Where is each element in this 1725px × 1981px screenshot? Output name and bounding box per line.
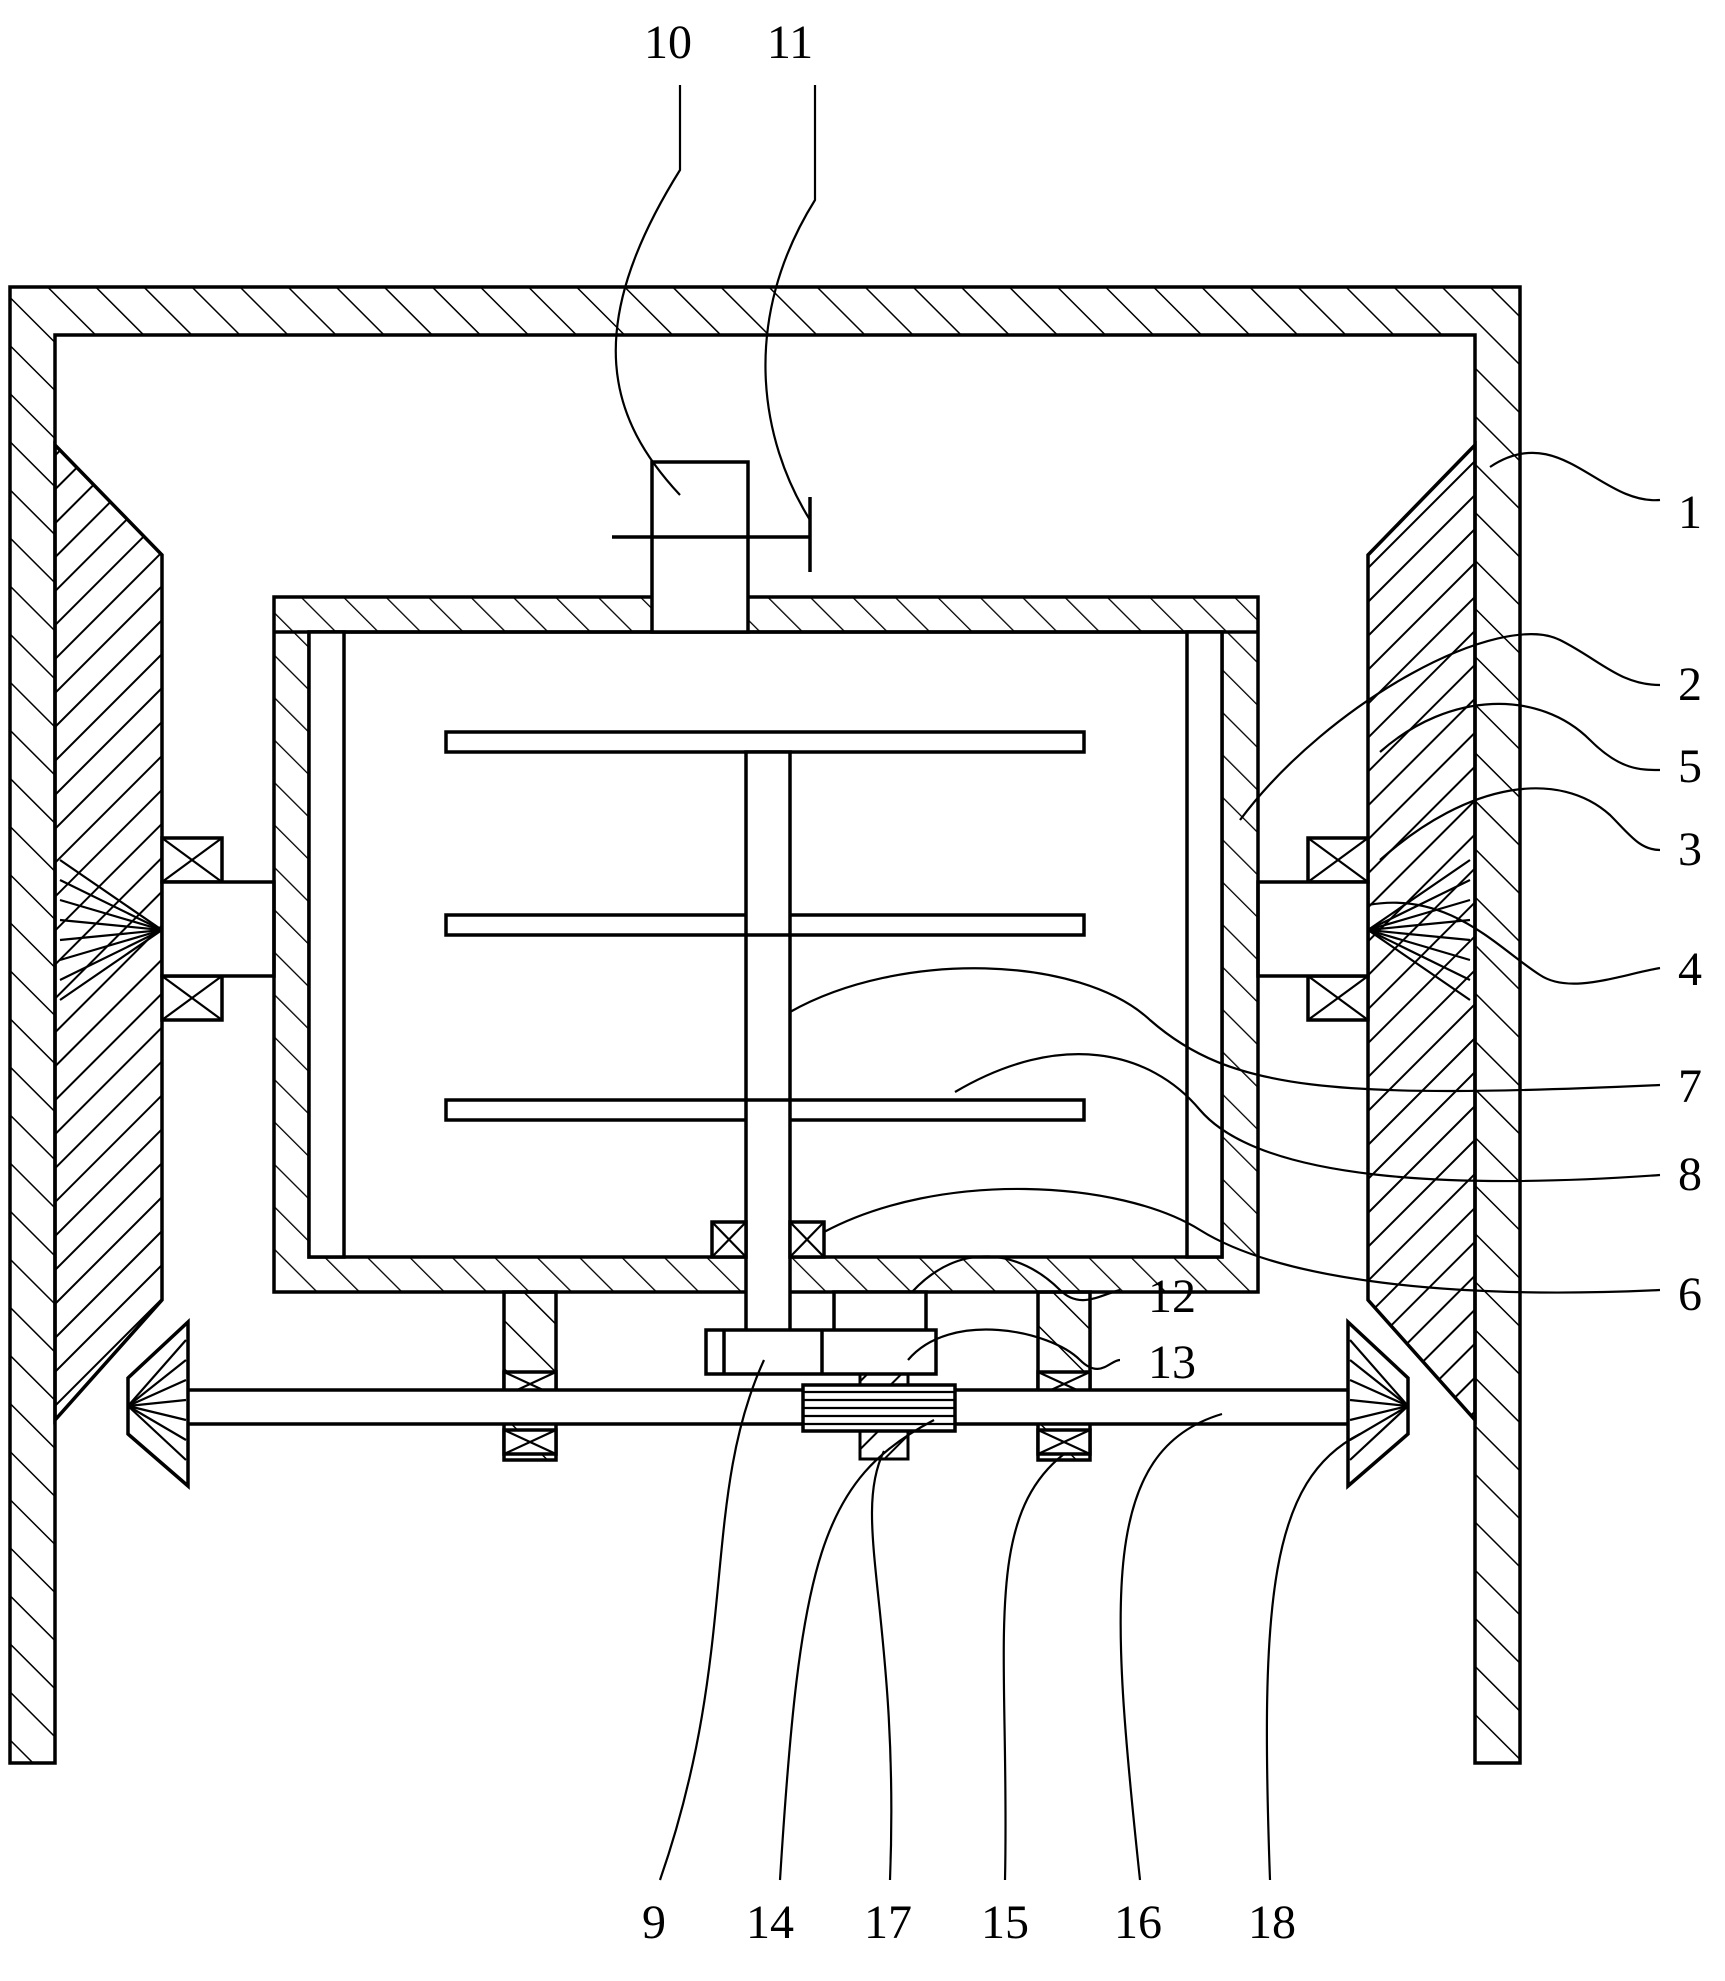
label-3: 3 (1678, 823, 1702, 876)
label-2: 2 (1678, 658, 1702, 711)
label-15: 15 (981, 1896, 1029, 1949)
right-liner (1185, 630, 1224, 1259)
left-liner (307, 630, 346, 1259)
label-1: 1 (1678, 486, 1702, 539)
right-side-gear (1367, 859, 1471, 1001)
label-18: 18 (1248, 1896, 1296, 1949)
left-pivot-shaft (160, 880, 276, 978)
label-6: 6 (1678, 1268, 1702, 1321)
stirring-shaft (744, 750, 792, 1374)
frame-1 (8, 285, 1522, 1765)
worm-gear-teeth (803, 1390, 955, 1426)
worm (858, 1429, 910, 1461)
label-8: 8 (1678, 1148, 1702, 1201)
label-5: 5 (1678, 740, 1702, 793)
label-9: 9 (642, 1896, 666, 1949)
label-11: 11 (767, 16, 813, 69)
label-16: 16 (1114, 1896, 1162, 1949)
label-14: 14 (746, 1896, 794, 1949)
paddle-top (444, 730, 1086, 754)
left-side-gear (59, 859, 163, 1001)
feed-tube (650, 460, 750, 634)
transmission-shaft (180, 1388, 1354, 1426)
label-13: 13 (1148, 1336, 1196, 1389)
right-pivot-shaft (1256, 880, 1370, 978)
label-10: 10 (644, 16, 692, 69)
label-7: 7 (1678, 1060, 1702, 1113)
label-17: 17 (864, 1896, 912, 1949)
left-side-block (53, 440, 164, 1425)
label-12: 12 (1148, 1270, 1196, 1323)
label-4: 4 (1678, 943, 1702, 996)
leader-lines (614, 85, 1661, 1881)
